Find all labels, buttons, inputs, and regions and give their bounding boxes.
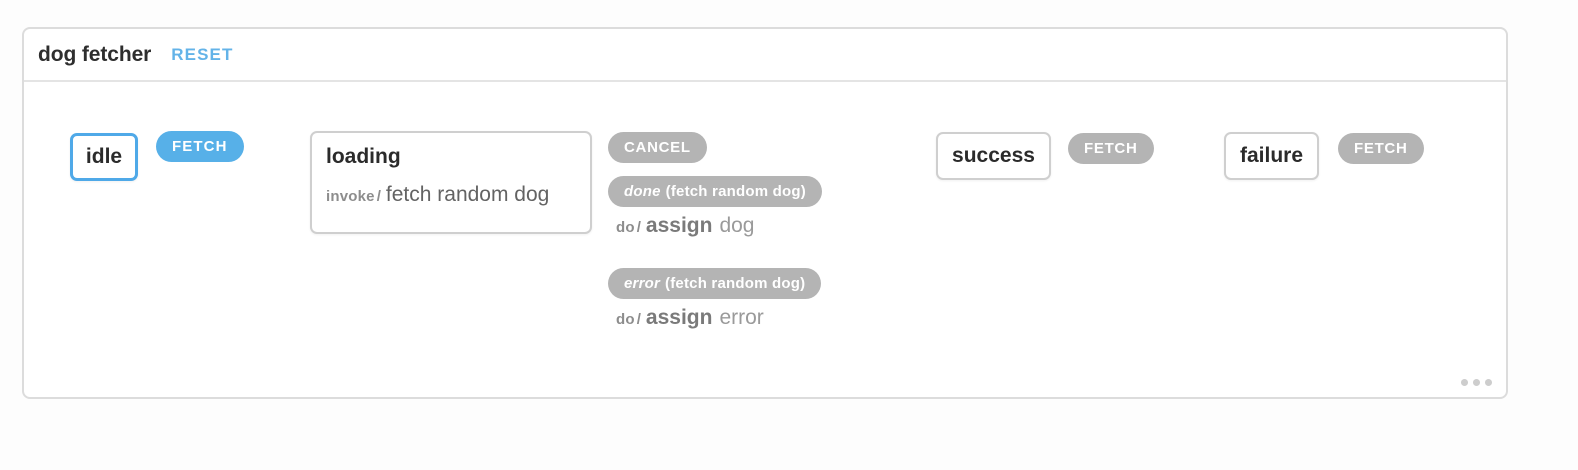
- event-label: FETCH: [172, 138, 228, 155]
- machine-card: dog fetcher RESET: [22, 27, 1508, 399]
- invoke-slash: /: [376, 188, 381, 205]
- event-badge-fetch-idle[interactable]: FETCH: [156, 131, 244, 162]
- action-assign-error: do / assign error: [616, 306, 764, 330]
- action-keyword: do: [616, 311, 635, 328]
- event-label: FETCH: [1084, 140, 1138, 157]
- invoke-keyword: invoke: [326, 188, 375, 205]
- state-node-idle[interactable]: idle: [70, 133, 138, 181]
- event-label: CANCEL: [624, 139, 691, 156]
- action-argument: error: [719, 306, 764, 329]
- action-verb: assign: [645, 214, 713, 237]
- state-name-failure: failure: [1239, 144, 1304, 167]
- dot: [1461, 379, 1468, 386]
- action-keyword: do: [616, 219, 635, 236]
- machine-header: dog fetcher RESET: [24, 29, 1506, 82]
- event-detail: (fetch random dog): [665, 183, 806, 200]
- state-name-loading: loading: [326, 145, 401, 168]
- dot: [1485, 379, 1492, 386]
- event-badge-fetch-failure[interactable]: FETCH: [1338, 133, 1424, 164]
- event-label: done: [624, 183, 661, 200]
- state-name-success: success: [952, 144, 1035, 167]
- event-label: error: [624, 275, 661, 292]
- event-badge-cancel[interactable]: CANCEL: [608, 132, 707, 163]
- action-assign-dog: do / assign dog: [616, 214, 754, 238]
- action-slash: /: [636, 311, 641, 328]
- event-badge-done[interactable]: done (fetch random dog): [608, 176, 822, 207]
- ellipsis-icon[interactable]: [1461, 379, 1492, 386]
- event-label: FETCH: [1354, 140, 1408, 157]
- action-argument: dog: [719, 214, 755, 237]
- machine-title: dog fetcher: [38, 42, 152, 66]
- action-verb: assign: [645, 306, 713, 329]
- state-node-failure[interactable]: failure: [1224, 132, 1319, 180]
- state-node-success[interactable]: success: [936, 132, 1051, 180]
- action-slash: /: [636, 219, 641, 236]
- dot: [1473, 379, 1480, 386]
- event-badge-error[interactable]: error (fetch random dog): [608, 268, 822, 299]
- reset-button[interactable]: RESET: [171, 44, 234, 64]
- invoke-source: fetch random dog: [385, 183, 550, 206]
- event-badge-fetch-success[interactable]: FETCH: [1068, 133, 1154, 164]
- event-detail: (fetch random dog): [665, 275, 806, 292]
- state-node-loading[interactable]: loading invoke / fetch random dog: [310, 131, 592, 234]
- invoke-line: invoke / fetch random dog: [326, 183, 576, 207]
- state-name-idle: idle: [85, 145, 123, 168]
